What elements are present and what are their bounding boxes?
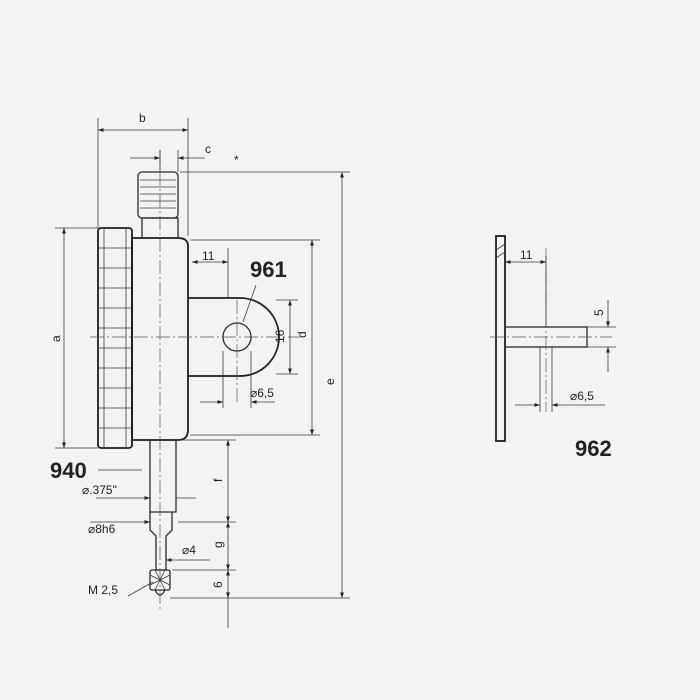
dim-c-label: c: [205, 142, 211, 156]
dimensions-940: b c * a e d 11 16 ⌀6,5: [49, 111, 350, 628]
dim-6-label: 6: [211, 581, 225, 588]
model-962-label: 962: [575, 436, 612, 461]
dim-4-label: ⌀4: [182, 543, 196, 557]
lug-back-961: [188, 297, 280, 405]
dim-hole-961-label: ⌀6,5: [250, 386, 274, 400]
cap-knurl: [140, 179, 176, 209]
dim-16-label: 16: [273, 329, 287, 343]
spindle: [149, 512, 173, 571]
bottom-stem: [149, 440, 177, 513]
back-plate: [495, 235, 506, 442]
back-plate-hatch: [495, 243, 506, 259]
dim-375-label: ⌀.375": [82, 483, 117, 497]
dim-g-label: g: [211, 541, 225, 548]
bezel-knurled: [97, 227, 133, 449]
bezel-knurl-lines: [98, 228, 132, 448]
dim-d-label: d: [295, 331, 309, 338]
dim-e-label: e: [323, 378, 337, 385]
dim-8h6-label: ⌀8h6: [88, 522, 116, 536]
asterisk-mark: *: [234, 153, 239, 167]
dim-11-back-label: 11: [520, 248, 533, 262]
dim-hole-962-label: ⌀6,5: [570, 389, 594, 403]
model-940-label: 940: [50, 458, 87, 483]
dim-5-label: 5: [592, 309, 606, 316]
thread-label: M 2,5: [88, 583, 118, 597]
model-961-label: 961: [250, 257, 287, 282]
dim-a-label: a: [49, 335, 63, 342]
dim-b-label: b: [139, 111, 146, 125]
lug-back-962: 11 5 ⌀6,5 962: [490, 235, 616, 461]
dial-indicator-940: [90, 150, 300, 610]
lug-outline: [188, 297, 280, 377]
dim-f-label: f: [211, 478, 225, 482]
top-cap: [137, 171, 179, 219]
dim-11-lug-label: 11: [202, 249, 215, 263]
